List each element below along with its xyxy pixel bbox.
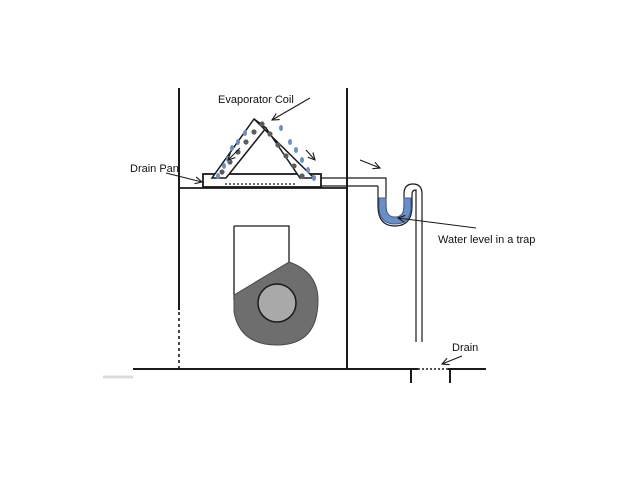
drain-label: Drain xyxy=(452,342,478,354)
coil-right-slab xyxy=(253,118,316,179)
drain-pan-label: Drain Pan xyxy=(130,163,179,175)
water-droplet-icon xyxy=(300,157,304,163)
arrow-icon xyxy=(359,159,380,168)
water-droplet-icon xyxy=(288,139,292,145)
arrow-icons xyxy=(165,97,477,364)
evaporator-coil xyxy=(210,117,316,179)
water-level-label: Water level in a trap xyxy=(438,234,535,246)
arrow-icon xyxy=(228,147,241,160)
blower-outlet xyxy=(233,225,290,300)
evaporator-coil-label: Evaporator Coil xyxy=(218,94,294,106)
plenum-walls xyxy=(178,88,348,370)
water-droplet-icon xyxy=(279,125,283,131)
arrow-icon xyxy=(305,149,315,160)
blower-fan-icon xyxy=(233,225,319,346)
floor xyxy=(133,368,486,383)
arrow-icon xyxy=(165,172,202,182)
water-droplet-icon xyxy=(216,173,220,179)
water-droplet-icon xyxy=(230,145,234,151)
water-droplet-icon xyxy=(294,147,298,153)
blower-wheel xyxy=(257,283,297,323)
arrow-icon xyxy=(442,355,463,364)
arrow-icon xyxy=(398,218,477,229)
water-droplet-icon xyxy=(312,175,316,181)
water-droplet-icon xyxy=(306,167,310,173)
trap-water xyxy=(378,197,412,225)
water-droplet-icon xyxy=(236,139,240,145)
arrow-icon xyxy=(272,97,311,120)
water-droplet-icon xyxy=(222,163,226,169)
water-droplet-icon xyxy=(243,130,247,136)
